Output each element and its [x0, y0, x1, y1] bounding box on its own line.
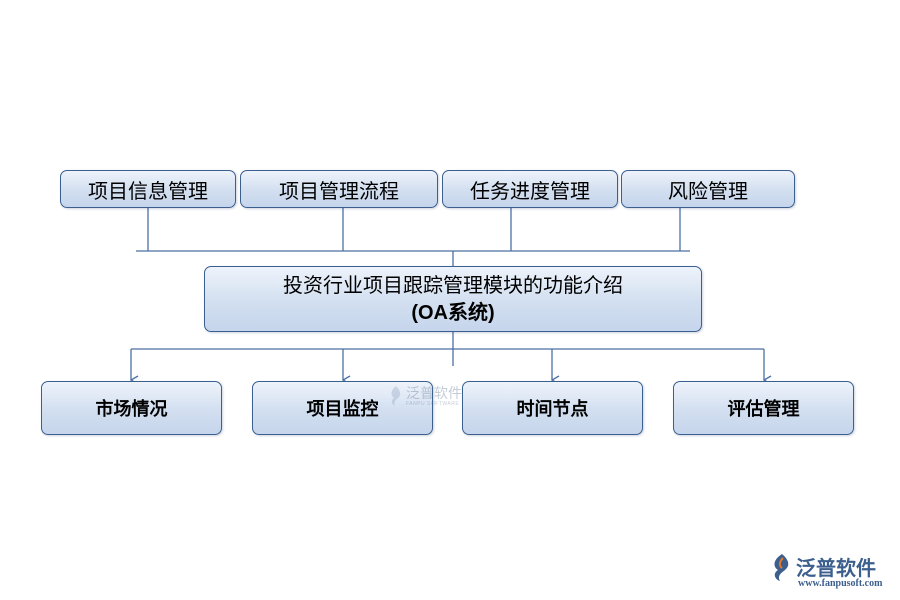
module-label: 项目管理流程	[279, 178, 399, 203]
module-risk: 风险管理	[621, 170, 795, 208]
logo-name: 泛普软件	[796, 556, 876, 580]
fanpu-watermark-icon	[391, 386, 401, 406]
module-label: 市场情况	[95, 399, 168, 420]
watermark-sub: FANPU SOFTWARE	[406, 401, 460, 407]
module-label: 任务进度管理	[470, 178, 590, 203]
center-subtitle: (OA系统)	[411, 302, 495, 324]
logo-url: www.fanpusoft.com	[798, 578, 883, 589]
module-label: 时间节点	[516, 399, 589, 420]
module-project-info: 项目信息管理	[60, 170, 236, 208]
module-label: 风险管理	[668, 178, 748, 203]
watermark: 泛普软件 FANPU SOFTWARE	[388, 383, 488, 413]
fanpu-logo: 泛普软件 www.fanpusoft.com	[768, 552, 893, 597]
module-task-progress: 任务进度管理	[442, 170, 618, 208]
module-project-process: 项目管理流程	[240, 170, 438, 208]
module-label: 项目信息管理	[88, 178, 208, 203]
module-market: 市场情况	[41, 381, 222, 435]
fanpu-logo-icon	[774, 554, 789, 581]
module-label: 项目监控	[306, 399, 379, 420]
module-evaluation: 评估管理	[673, 381, 854, 435]
center-title: 投资行业项目跟踪管理模块的功能介绍	[283, 273, 623, 297]
module-label: 评估管理	[727, 399, 800, 420]
center-title-box: 投资行业项目跟踪管理模块的功能介绍 (OA系统)	[204, 266, 702, 332]
module-time-node: 时间节点	[462, 381, 643, 435]
watermark-name: 泛普软件	[406, 386, 462, 402]
module-project-monitor: 项目监控	[252, 381, 433, 435]
